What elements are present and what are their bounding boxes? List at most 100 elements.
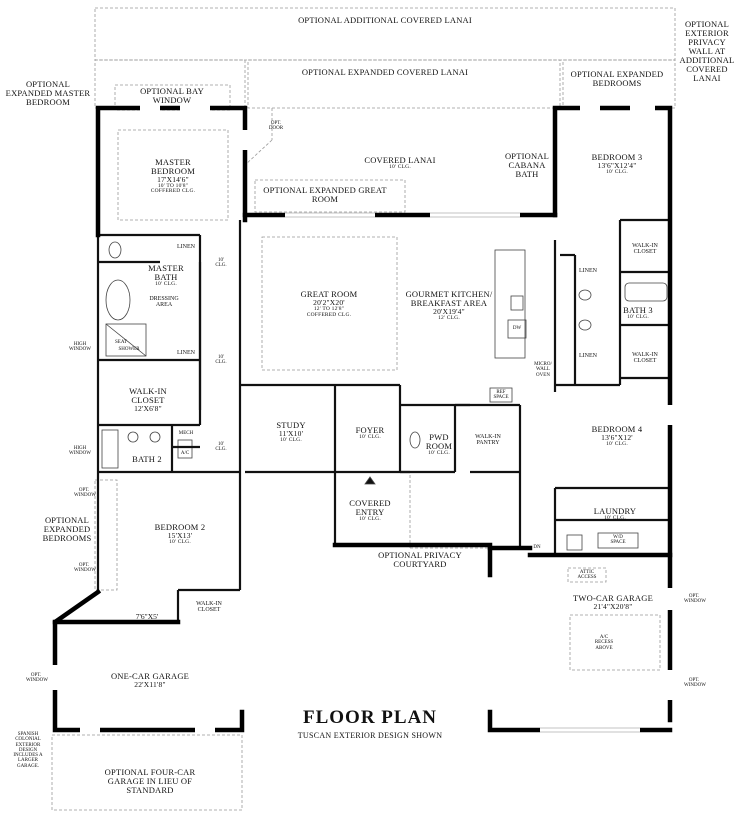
covered-lanai-name: COVERED LANAI bbox=[364, 155, 436, 165]
master-closet-size: 12'X6'8" bbox=[134, 403, 162, 413]
master-bedroom-size: 17'X14'6" bbox=[157, 174, 189, 184]
pwd-room-label: PWD ROOM 10' CLG. bbox=[424, 433, 454, 457]
two-car-garage-size: 21'4"X20'8" bbox=[593, 601, 633, 611]
ac-recess-label: A/C RECESS ABOVE bbox=[594, 635, 614, 651]
opt-window-label-5: OPT. WINDOW bbox=[684, 678, 706, 689]
linen-label-master-1: LINEN bbox=[177, 244, 195, 250]
covered-entry-name: COVERED ENTRY bbox=[349, 498, 391, 517]
master-closet-name: WALK-IN CLOSET bbox=[129, 386, 167, 405]
covered-lanai-label: COVERED LANAI 10' CLG. bbox=[364, 156, 435, 171]
linen-label-right-1: LINEN bbox=[579, 268, 597, 274]
covered-entry-label: COVERED ENTRY 10' CLG. bbox=[345, 499, 395, 523]
laundry-label: LAUNDRY 10' CLG. bbox=[594, 507, 637, 522]
storage-size-label: 7'6"X5' bbox=[135, 612, 159, 621]
ceiling-note-3: 10' CLG. bbox=[215, 442, 227, 453]
attic-access-label: ATTIC ACCESS bbox=[577, 570, 597, 581]
option-bay-window: OPTIONAL BAY WINDOW bbox=[140, 86, 204, 105]
study-size: 11'X10' bbox=[278, 428, 304, 438]
master-bath-label: MASTER BATH 10' CLG. bbox=[144, 264, 188, 288]
master-bath-name: MASTER BATH bbox=[148, 263, 184, 282]
kitchen-name: GOURMET KITCHEN/ BREAKFAST AREA bbox=[405, 289, 493, 308]
bedroom3-label: BEDROOM 3 13'6"X12'4" 10' CLG. bbox=[592, 153, 643, 176]
option-privacy-courtyard: OPTIONAL PRIVACY COURTYARD bbox=[378, 550, 462, 569]
window-breaks bbox=[52, 105, 673, 733]
bedroom2-closet-label: WALK-IN CLOSET bbox=[196, 601, 222, 614]
bedroom2-size: 15'X13' bbox=[167, 530, 193, 540]
kitchen-label: GOURMET KITCHEN/ BREAKFAST AREA 20'X19'4… bbox=[404, 290, 494, 321]
seat-label: SEAT bbox=[115, 340, 127, 345]
one-car-garage-label: ONE-CAR GARAGE 22'X11'8" bbox=[111, 672, 189, 689]
covered-entry-ceiling: 10' CLG. bbox=[359, 515, 381, 522]
bedroom4-name: BEDROOM 4 bbox=[591, 424, 643, 434]
bedroom4-label: BEDROOM 4 13'6"X12' 10' CLG. bbox=[592, 425, 643, 448]
study-label: STUDY 11'X10' 10' CLG. bbox=[276, 421, 305, 444]
study-name: STUDY bbox=[276, 420, 306, 430]
great-room-label: GREAT ROOM 20'2"X20' 12' TO 12'8" COFFER… bbox=[301, 290, 358, 318]
great-room-size: 20'2"X20' bbox=[313, 297, 345, 307]
option-expanded-lanai: OPTIONAL EXPANDED COVERED LANAI bbox=[301, 67, 469, 77]
master-bedroom-name: MASTER BEDROOM bbox=[151, 157, 195, 176]
option-expanded-master: OPTIONAL EXPANDED MASTER BEDROOM bbox=[5, 79, 91, 107]
master-bath-ceiling: 10' CLG. bbox=[155, 280, 177, 287]
option-expanded-bedrooms-left: OPTIONAL EXPANDED BEDROOMS bbox=[42, 515, 92, 543]
two-car-garage-name: TWO-CAR GARAGE bbox=[572, 593, 654, 603]
bedroom3-ceiling: 10' CLG. bbox=[606, 168, 628, 175]
option-exterior-privacy-wall: OPTIONAL EXTERIOR PRIVACY WALL AT ADDITI… bbox=[679, 19, 735, 83]
bath3-name: BATH 3 bbox=[623, 305, 653, 315]
page-title: FLOOR PLAN bbox=[302, 707, 438, 728]
opt-window-label-4: OPT. WINDOW bbox=[684, 594, 706, 605]
foyer-ceiling: 10' CLG. bbox=[359, 433, 381, 440]
mech-label: MECH bbox=[178, 431, 194, 436]
one-car-garage-size: 22'X11'8" bbox=[134, 679, 166, 689]
fixtures bbox=[101, 241, 668, 551]
window-lines bbox=[285, 212, 640, 733]
option-cabana-bath: OPTIONAL CABANA BATH bbox=[504, 151, 550, 179]
bath3-label: BATH 3 10' CLG. bbox=[623, 306, 653, 321]
great-room-ceiling: 12' TO 12'8" COFFERED CLG. bbox=[306, 305, 352, 318]
linen-label-right-2: LINEN bbox=[579, 353, 597, 359]
interior-walls bbox=[96, 218, 670, 622]
pwd-room-ceiling: 10' CLG. bbox=[428, 449, 450, 456]
high-window-label-2: HIGH WINDOW bbox=[69, 446, 91, 457]
laundry-ceiling: 10' CLG. bbox=[604, 514, 626, 521]
ac-label: A/C bbox=[180, 451, 190, 456]
bedroom3-closet-label: WALK-IN CLOSET bbox=[632, 243, 658, 256]
micro-wall-oven-label: MICRO/ WALL OVEN bbox=[534, 362, 552, 378]
great-room-name: GREAT ROOM bbox=[300, 289, 358, 299]
option-four-car-garage: OPTIONAL FOUR-CAR GARAGE IN LIEU OF STAN… bbox=[104, 767, 196, 795]
one-car-garage-name: ONE-CAR GARAGE bbox=[110, 671, 190, 681]
study-ceiling: 10' CLG. bbox=[280, 436, 302, 443]
bedroom3-size: 13'6"X12'4" bbox=[597, 160, 637, 170]
covered-lanai-ceiling: 10' CLG. bbox=[389, 163, 411, 170]
ceiling-note-2: 10' CLG. bbox=[215, 355, 227, 366]
high-window-label-1: HIGH WINDOW bbox=[69, 342, 91, 353]
bedroom2-label: BEDROOM 2 15'X13' 10' CLG. bbox=[155, 523, 206, 546]
opt-window-label-2: OPT. WINDOW bbox=[74, 563, 96, 574]
opt-door-label: OPT. DOOR bbox=[268, 121, 284, 132]
dishwasher-label: DW bbox=[512, 326, 522, 331]
down-label: DN bbox=[533, 545, 541, 550]
bedroom3-name: BEDROOM 3 bbox=[591, 152, 643, 162]
ceiling-note-1: 10' CLG. bbox=[215, 258, 227, 269]
option-expanded-bedrooms-right: OPTIONAL EXPANDED BEDROOMS bbox=[570, 69, 664, 88]
master-bedroom-label: MASTER BEDROOM 17'X14'6" 10' TO 10'8" CO… bbox=[138, 158, 208, 195]
bedroom4-closet-label: WALK-IN CLOSET bbox=[632, 352, 658, 365]
laundry-name: LAUNDRY bbox=[593, 506, 637, 516]
bedroom2-name: BEDROOM 2 bbox=[154, 522, 206, 532]
bath2-label: BATH 2 bbox=[132, 454, 162, 464]
pantry-label: WALK-IN PANTRY bbox=[475, 434, 501, 447]
pwd-room-name: PWD ROOM bbox=[425, 432, 453, 451]
foyer-name: FOYER bbox=[355, 425, 385, 435]
bedroom4-size: 13'6"X12' bbox=[601, 432, 633, 442]
option-additional-lanai: OPTIONAL ADDITIONAL COVERED LANAI bbox=[298, 15, 472, 25]
optional-dashed-outlines bbox=[51, 7, 676, 811]
wd-space-label: W/D SPACE bbox=[610, 535, 626, 546]
kitchen-ceiling: 12' CLG. bbox=[438, 314, 460, 321]
dressing-area-label: DRESSING AREA bbox=[149, 296, 179, 309]
opt-window-label-3: OPT. WINDOW bbox=[26, 673, 48, 684]
kitchen-size: 20'X19'4" bbox=[433, 306, 465, 316]
opt-window-label-1: OPT. WINDOW bbox=[74, 488, 96, 499]
bedroom2-ceiling: 10' CLG. bbox=[169, 538, 191, 545]
ref-space-label: REF SPACE bbox=[493, 390, 509, 401]
